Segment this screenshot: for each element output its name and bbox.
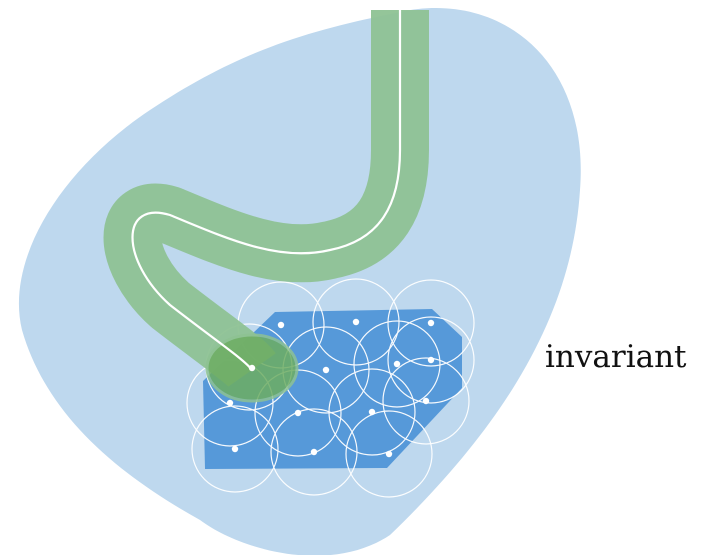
sample-point bbox=[311, 449, 317, 455]
sample-point bbox=[323, 367, 329, 373]
sample-point bbox=[394, 361, 400, 367]
sample-point bbox=[227, 400, 233, 406]
sample-point bbox=[278, 322, 284, 328]
sample-point bbox=[369, 409, 375, 415]
invariant-label: invariant bbox=[545, 339, 687, 375]
sample-point bbox=[428, 320, 434, 326]
sample-point bbox=[386, 451, 392, 457]
sample-point bbox=[249, 365, 255, 371]
sample-point bbox=[423, 398, 429, 404]
sample-point bbox=[353, 319, 359, 325]
sample-point bbox=[295, 410, 301, 416]
sample-point bbox=[232, 446, 238, 452]
sample-point bbox=[428, 357, 434, 363]
